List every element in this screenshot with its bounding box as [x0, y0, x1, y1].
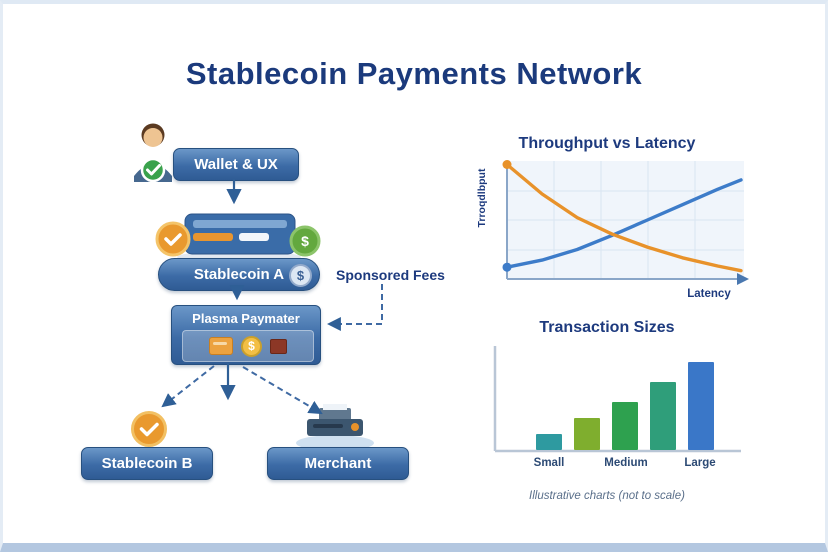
- coin-dollar-icon: $: [289, 225, 321, 257]
- charts-caption: Illustrative charts (not to scale): [529, 490, 685, 502]
- coin-check-icon: [155, 221, 191, 257]
- stablecoin-b-label: Stablecoin B: [101, 455, 193, 472]
- stablecoin-b-node: Stablecoin B: [81, 447, 213, 480]
- merchant-label: Merchant: [304, 455, 372, 472]
- card-icon: [209, 337, 233, 355]
- paymaster-label: Plasma Paymater: [192, 311, 300, 326]
- bar-chart-title: Transaction Sizes: [539, 319, 675, 336]
- tick-label-medium: Medium: [604, 457, 647, 469]
- swap-coin-icon: $: [289, 264, 312, 287]
- dashed-sponsored-fees: [326, 284, 383, 331]
- bars-group: [536, 362, 714, 450]
- paymaster-icon-tray: $: [182, 330, 314, 362]
- stablecoin-a-label: Stablecoin A: [193, 266, 285, 283]
- svg-text:$: $: [301, 233, 309, 249]
- coin-check-icon-b: [131, 411, 167, 447]
- merchant-node: Merchant: [267, 447, 409, 480]
- sponsored-fees-label: Sponsored Fees: [336, 267, 445, 283]
- tick-label-small: Small: [534, 457, 565, 469]
- grid-lines: [507, 161, 744, 279]
- paymaster-node: Plasma Paymater $: [171, 305, 321, 365]
- wallet-ux-node: Wallet & UX: [173, 148, 299, 181]
- transaction-sizes-chart: Small Medium Large: [493, 346, 741, 469]
- y-axis-label: Trroqdlbput: [476, 168, 488, 227]
- stablecoin-a-node: Stablecoin A $: [158, 258, 320, 291]
- dashed-to-stablecoinb: [161, 365, 215, 408]
- user-icon: [134, 123, 172, 183]
- payment-rails-graphic: $: [155, 213, 321, 263]
- printer-icon: [296, 404, 374, 451]
- line-chart-title: Throughput vs Latency: [518, 135, 696, 152]
- line-plot-area: [502, 160, 743, 273]
- gold-coin-icon: $: [241, 335, 262, 357]
- x-axis-arrowhead: [737, 273, 749, 285]
- tick-label-large: Large: [684, 457, 715, 469]
- page-title: Stablecoin Payments Network: [185, 56, 643, 91]
- wallet-ux-label: Wallet & UX: [194, 156, 278, 173]
- throughput-latency-chart: Trroqdlbput Latency: [476, 160, 749, 300]
- x-axis-label: Latency: [687, 288, 731, 300]
- chip-icon: [270, 338, 287, 354]
